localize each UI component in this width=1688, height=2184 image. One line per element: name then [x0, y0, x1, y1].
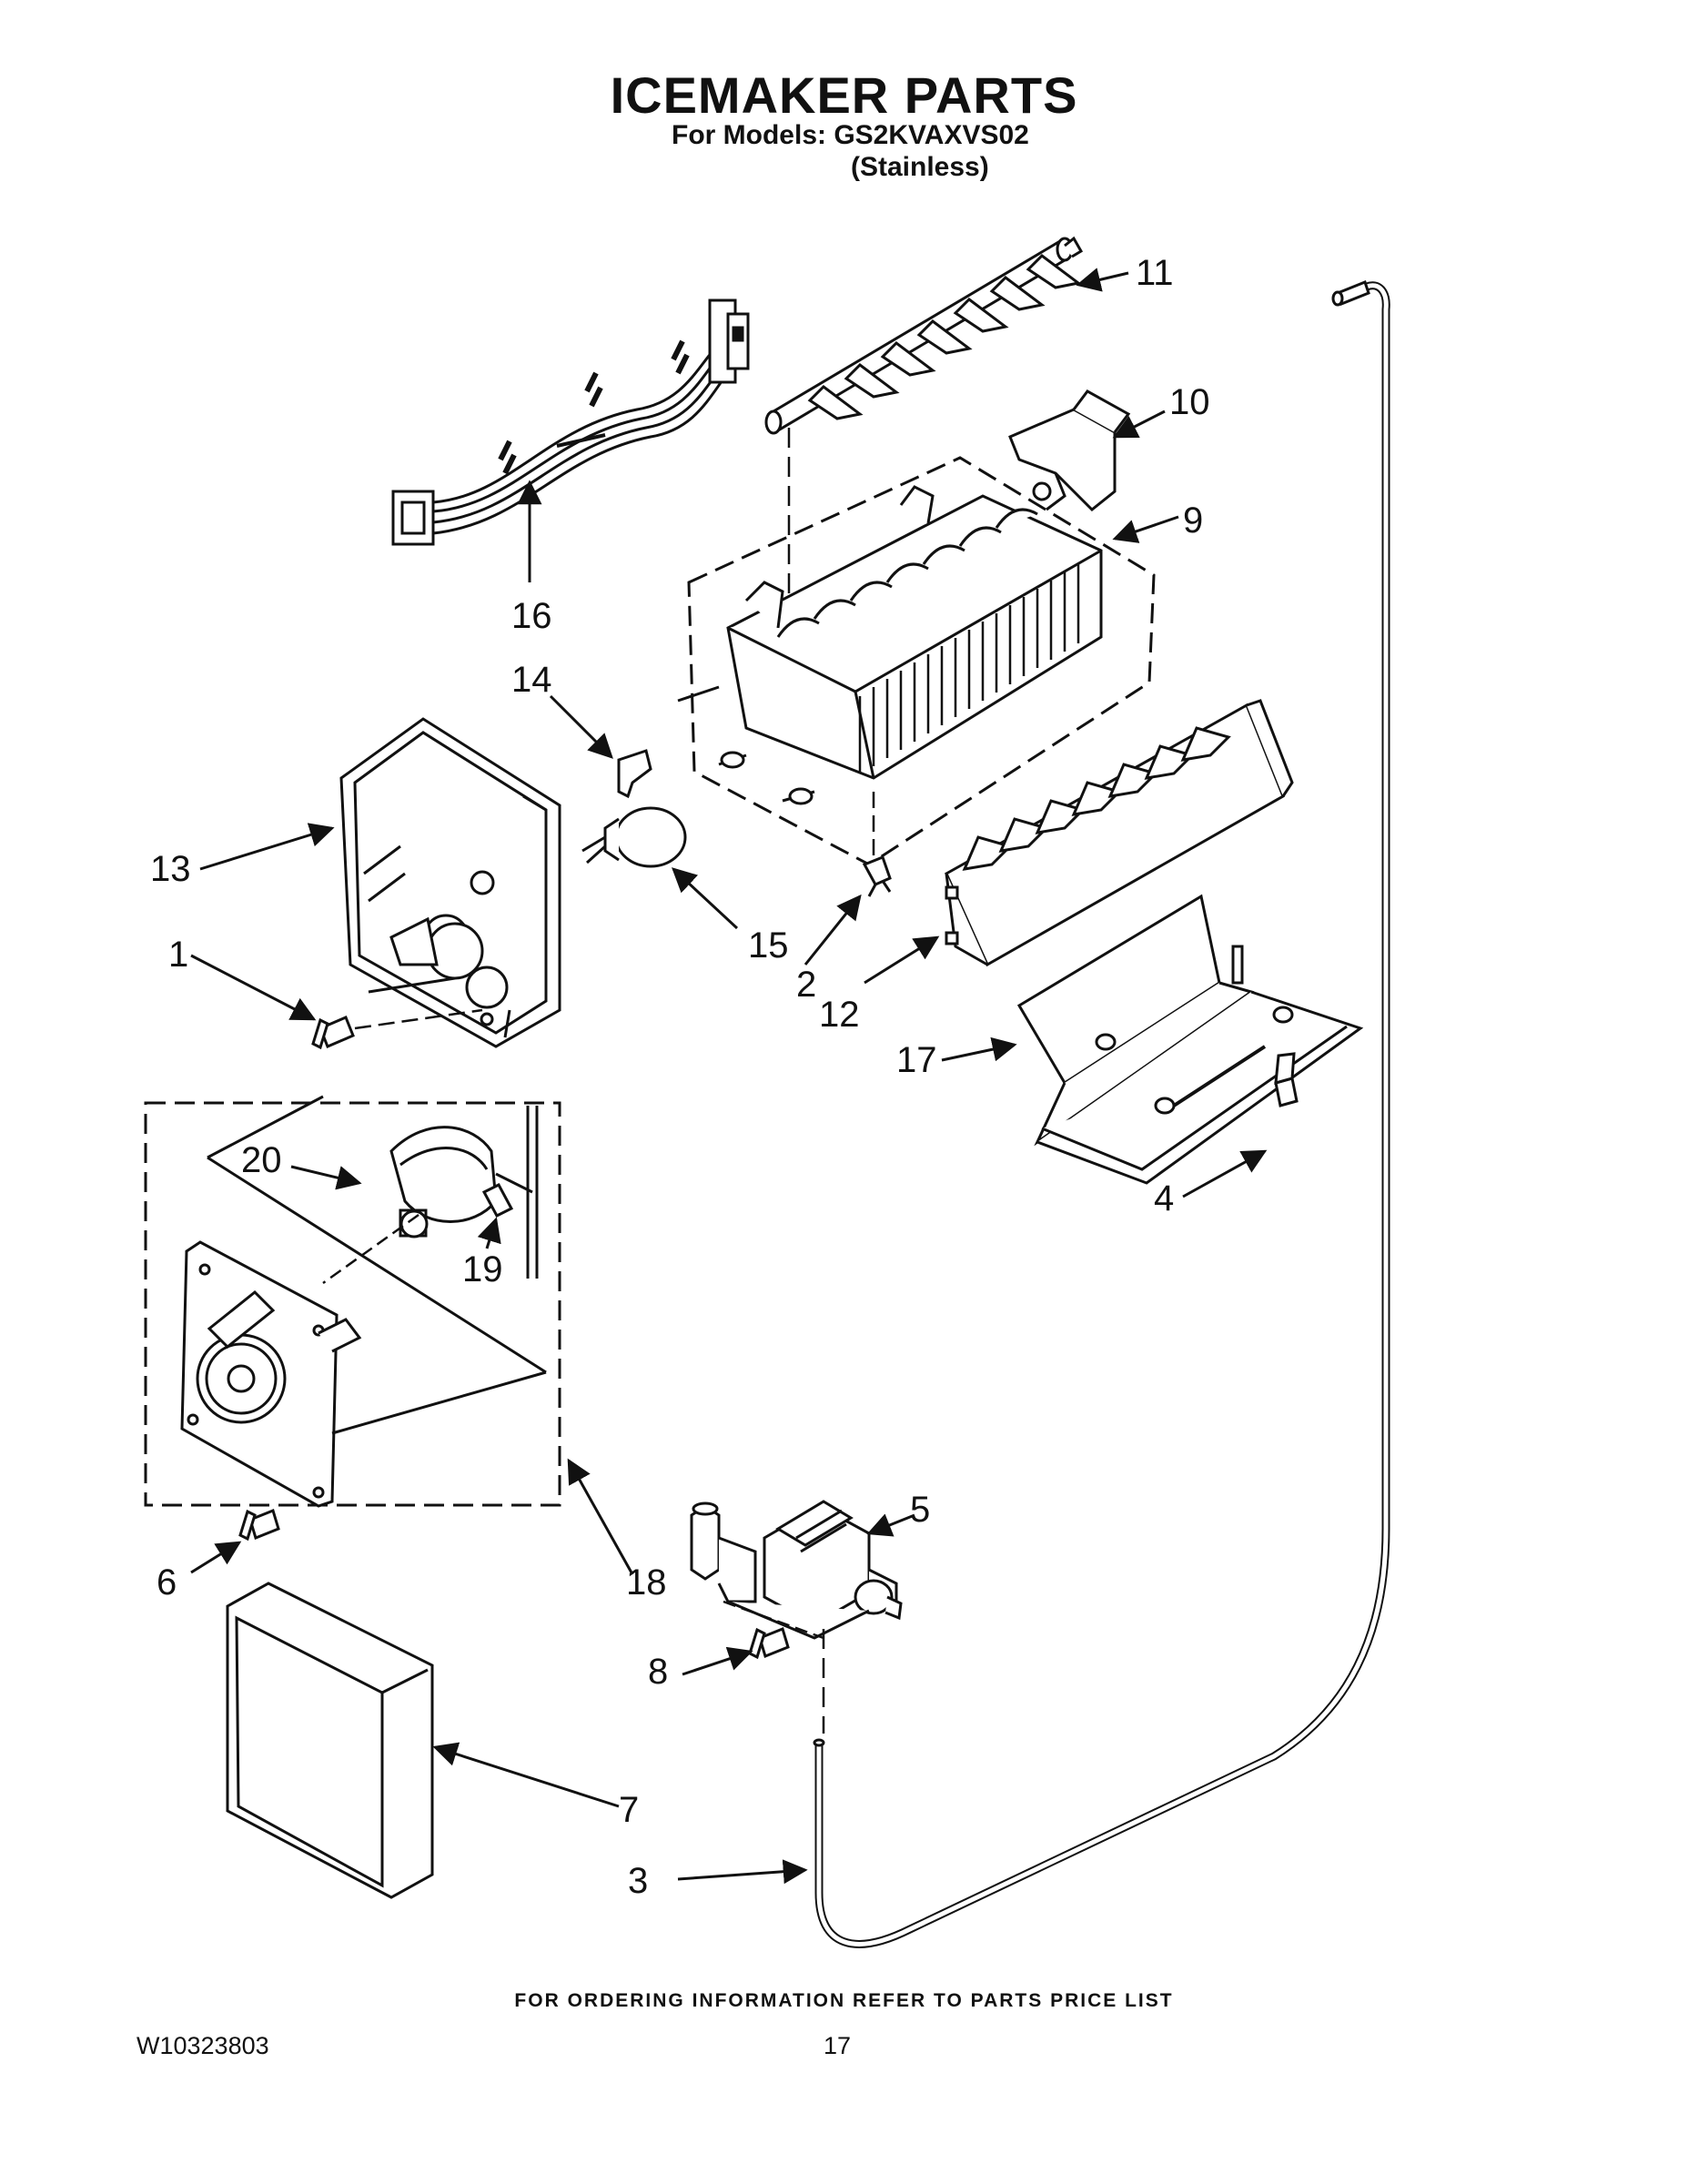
- leader-line-9: [1112, 515, 1179, 543]
- models-line: For Models: GS2KVAXVS02: [672, 120, 1029, 150]
- callout-6: 6: [157, 1562, 177, 1603]
- thermostat-part-15: [581, 806, 687, 868]
- ordering-note: FOR ORDERING INFORMATION REFER TO PARTS …: [514, 1990, 1174, 2011]
- leader-line-5: [866, 1513, 915, 1537]
- stripper-part-12: [945, 699, 1294, 967]
- callout-13: 13: [150, 849, 191, 889]
- leader-line-7: [432, 1742, 620, 1808]
- callout-12: 12: [819, 995, 860, 1035]
- module-assembly-box-part-18: [144, 1101, 561, 1507]
- housing-part-13: [339, 717, 561, 1048]
- callout-3: 3: [628, 1861, 648, 1901]
- water-valve-part-5: [690, 1500, 903, 1640]
- callout-18: 18: [626, 1562, 667, 1603]
- document-number: W10323803: [136, 2032, 269, 2059]
- page-number: 17: [824, 2032, 852, 2059]
- page-title: ICEMAKER PARTS: [610, 66, 1078, 124]
- screw-part-8: [748, 1626, 790, 1660]
- callout-10: 10: [1169, 382, 1210, 422]
- leader-line-15: [672, 867, 739, 930]
- motor-connector-line-c: [331, 1370, 547, 1435]
- mold-assembly-box-part-9: [687, 456, 1156, 866]
- callout-8: 8: [648, 1652, 668, 1692]
- clip-part-14: [617, 749, 652, 799]
- wire-harness-part-16: [391, 298, 750, 546]
- callout-4: 4: [1154, 1178, 1174, 1218]
- motor-connector-line-a: [207, 1156, 547, 1374]
- water-tube-part-3: [813, 280, 1390, 1948]
- callout-9: 9: [1183, 500, 1203, 541]
- leader-line-13: [199, 823, 335, 871]
- leader-line-10: [1112, 410, 1166, 439]
- callout-2: 2: [796, 965, 816, 1005]
- insulation-block-part-7: [226, 1582, 434, 1899]
- leader-line-2: [804, 894, 862, 966]
- leader-line-20: [290, 1165, 362, 1190]
- callout-1: 1: [168, 935, 188, 975]
- alignment-line-1: [354, 1008, 483, 1030]
- alignment-line-20: [322, 1213, 419, 1285]
- callout-11: 11: [1136, 253, 1174, 293]
- leader-line-14: [549, 694, 613, 759]
- module-plate-part-18: [180, 1240, 362, 1508]
- callout-16: 16: [511, 596, 552, 636]
- callout-17: 17: [896, 1040, 937, 1080]
- callout-20: 20: [241, 1140, 282, 1180]
- leader-line-4: [1182, 1149, 1268, 1198]
- leader-line-18: [567, 1458, 634, 1575]
- housing-connector-line: [368, 976, 456, 994]
- leader-line-1: [190, 954, 317, 1021]
- leader-line-6: [190, 1541, 242, 1574]
- screw-part-4: [1274, 1052, 1299, 1107]
- alignment-line-8: [723, 1600, 824, 1640]
- leader-line-12: [864, 935, 940, 985]
- ejector-shaft-part-11: [764, 236, 1084, 435]
- clip-part-2: [862, 855, 892, 897]
- callout-5: 5: [910, 1490, 930, 1530]
- leader-line-17: [941, 1036, 1017, 1062]
- callout-19: 19: [462, 1249, 503, 1289]
- callout-15: 15: [748, 925, 789, 966]
- bracket-part-10: [1008, 389, 1131, 512]
- leader-line-3: [677, 1859, 808, 1885]
- callout-7: 7: [619, 1790, 639, 1830]
- screw-part-6: [238, 1508, 280, 1542]
- motor-connector-line-b: [207, 1095, 324, 1159]
- leader-line-11: [1076, 268, 1129, 292]
- variant-line: (Stainless): [851, 152, 989, 182]
- callout-14: 14: [511, 660, 552, 700]
- ice-mold-part-9: [677, 485, 1103, 805]
- leader-line-19: [477, 1217, 501, 1249]
- tray-part-17: [1016, 894, 1364, 1185]
- leader-line-8: [682, 1646, 753, 1676]
- motor-part-20: [389, 1106, 539, 1279]
- screw-part-19: [481, 1183, 514, 1218]
- screw-part-1: [311, 1016, 355, 1050]
